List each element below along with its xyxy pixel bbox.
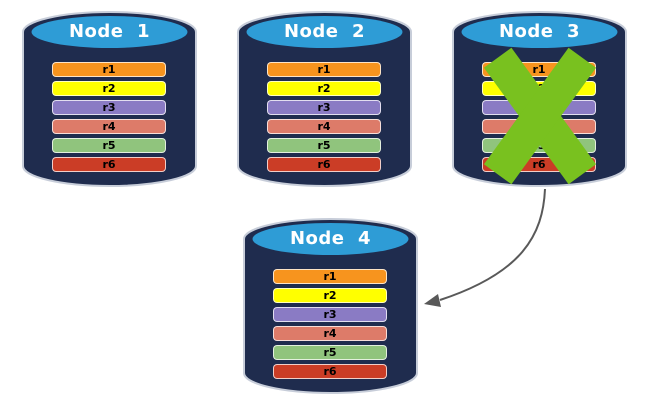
replica-row-r6: r6	[273, 364, 387, 379]
replica-row-r5: r5	[273, 345, 387, 360]
node-2: Node 2 r1 r2 r3 r4 r5 r6	[236, 10, 413, 188]
replica-row-r2: r2	[52, 81, 166, 96]
node-1: Node 1 r1 r2 r3 r4 r5 r6	[21, 10, 198, 188]
replica-row-r4: r4	[273, 326, 387, 341]
replica-row-r3: r3	[267, 100, 381, 115]
replica-row-r1: r1	[52, 62, 166, 77]
node-title: Node 1	[68, 21, 151, 42]
replica-row-r6: r6	[52, 157, 166, 172]
replica-row-list: r1 r2 r3 r4 r5 r6	[267, 62, 381, 172]
replica-row-r5: r5	[267, 138, 381, 153]
node-4: Node 4 r1 r2 r3 r4 r5 r6	[242, 217, 419, 395]
replica-row-r2: r2	[267, 81, 381, 96]
failure-x-icon	[483, 47, 597, 185]
replica-row-r1: r1	[273, 269, 387, 284]
replica-row-r1: r1	[267, 62, 381, 77]
replica-row-r2: r2	[273, 288, 387, 303]
replica-row-r3: r3	[273, 307, 387, 322]
replica-row-list: r1 r2 r3 r4 r5 r6	[52, 62, 166, 172]
replica-row-r4: r4	[267, 119, 381, 134]
replica-row-r5: r5	[52, 138, 166, 153]
node-title: Node 4	[289, 228, 372, 249]
replica-row-r4: r4	[52, 119, 166, 134]
replica-row-r6: r6	[267, 157, 381, 172]
replica-row-list: r1 r2 r3 r4 r5 r6	[273, 269, 387, 379]
node-title: Node 3	[498, 21, 581, 42]
node-title: Node 2	[283, 21, 366, 42]
replica-row-r3: r3	[52, 100, 166, 115]
